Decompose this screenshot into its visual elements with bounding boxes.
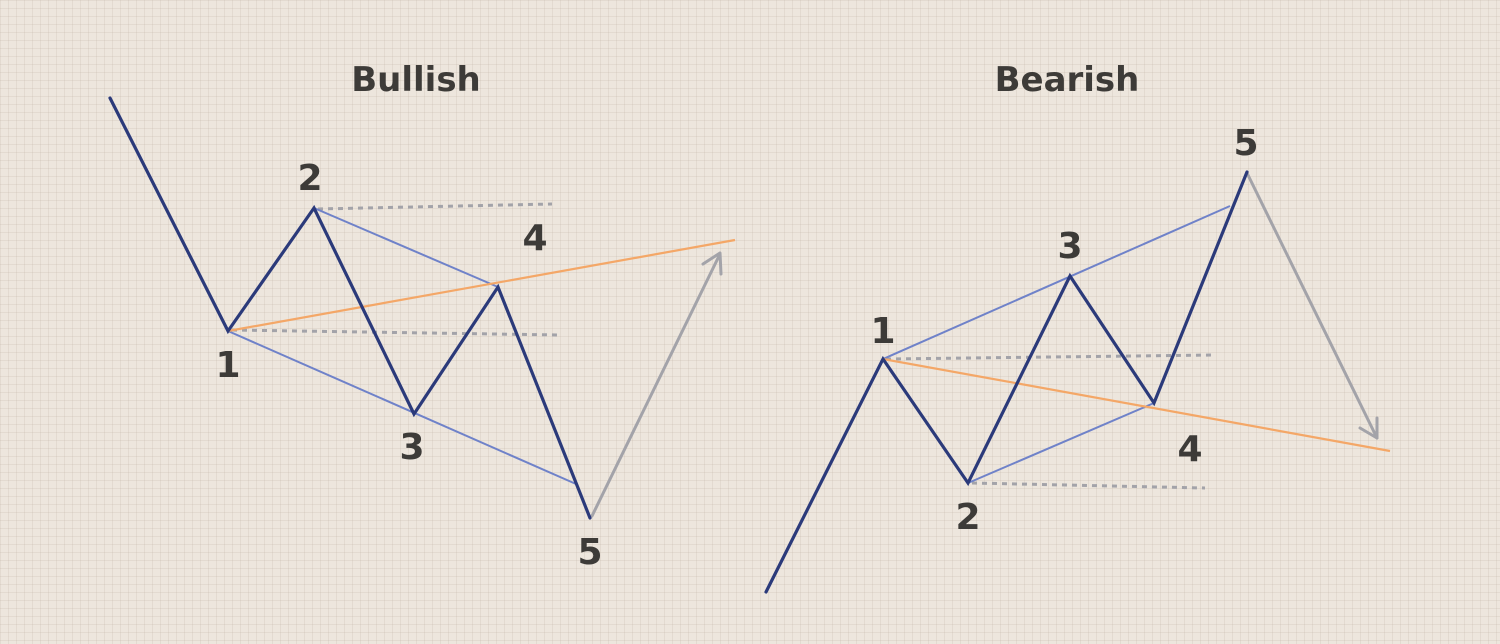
bearish-trendline (882, 357, 1391, 453)
bearish-lower-channel (967, 402, 1155, 484)
bullish-breakout-arrow (590, 251, 723, 518)
bullish-wave-path (108, 96, 592, 520)
bearish-title: Bearish (995, 60, 1140, 100)
bullish-title: Bullish (351, 60, 481, 100)
bearish-wave-label-1: 1 (870, 311, 895, 352)
bearish-upper-channel (882, 205, 1231, 360)
bearish-wave-label-4: 4 (1177, 429, 1202, 470)
bullish-panel: Bullish 1 2 3 4 5 (108, 60, 736, 573)
bullish-wave-label-4: 4 (522, 218, 547, 259)
bullish-lower-channel (227, 330, 577, 485)
bearish-dotted-lower (971, 481, 1206, 490)
bullish-wave-label-1: 1 (215, 345, 240, 386)
bullish-dotted-upper (317, 202, 553, 211)
bearish-wave-label-5: 5 (1233, 123, 1258, 164)
bullish-wave-label-5: 5 (577, 532, 602, 573)
bearish-breakdown-arrow (1245, 171, 1379, 440)
bearish-dotted-upper (885, 353, 1216, 361)
bearish-wave-path (764, 170, 1249, 594)
bullish-wave-label-3: 3 (399, 427, 424, 468)
bullish-wave-label-2: 2 (297, 158, 322, 199)
bullish-dotted-lower (231, 328, 561, 337)
bullish-upper-channel (313, 207, 499, 288)
bearish-wave-label-3: 3 (1057, 226, 1082, 267)
bearish-wave-label-2: 2 (955, 497, 980, 538)
bearish-panel: Bearish 1 2 3 4 5 (764, 60, 1391, 594)
bullish-trendline (227, 238, 736, 333)
